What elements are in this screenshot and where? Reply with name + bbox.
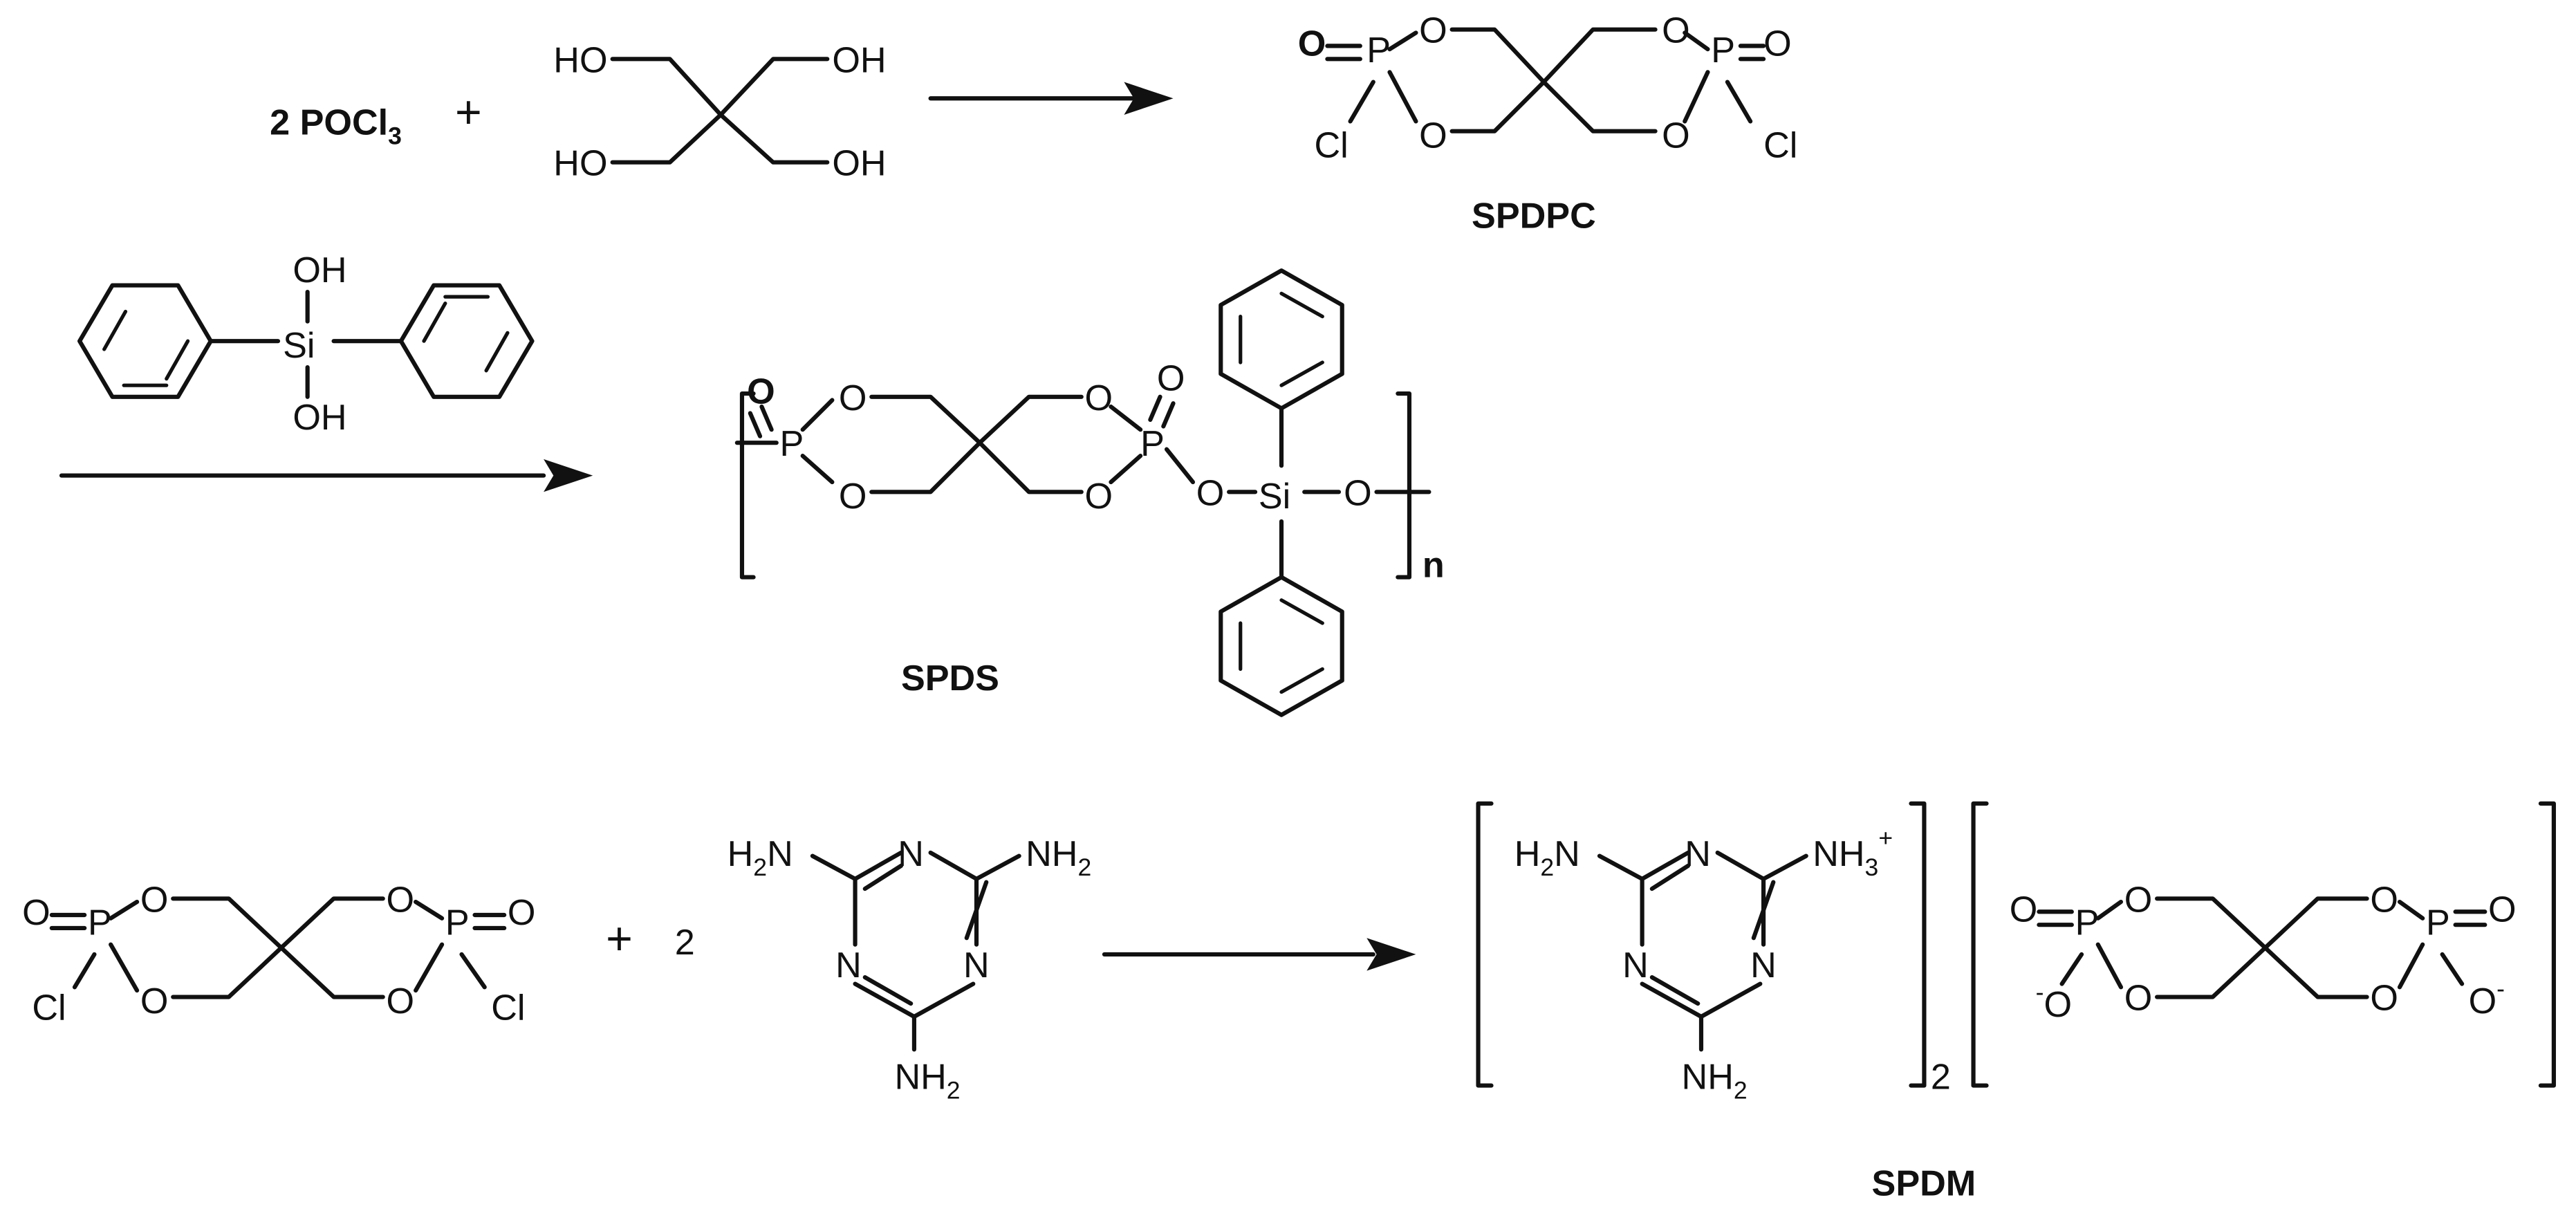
oxide-anion: O- <box>2469 975 2505 1022</box>
pentaerythritol: HO OH HO OH <box>553 40 886 183</box>
atom-p: P <box>2426 903 2450 943</box>
ring-n: N <box>835 945 862 986</box>
atom-cl: Cl <box>491 988 525 1028</box>
plus-sign: + <box>606 914 633 965</box>
ammonium-group: NH3+ <box>1813 824 1893 881</box>
atom-o: O <box>1085 477 1113 517</box>
atom-o: O <box>839 378 867 418</box>
ho-label: HO <box>553 144 607 184</box>
atom-o: O <box>2370 880 2398 920</box>
oh-label: OH <box>832 144 886 184</box>
atom-si: Si <box>1259 477 1290 517</box>
diphenylsilanediol: OH OH Si <box>77 250 535 438</box>
atom-o: O <box>140 981 169 1022</box>
salt-ratio: 2 <box>1931 1057 1951 1097</box>
si-label: Si <box>283 326 315 366</box>
atom-o: O <box>2124 880 2153 920</box>
atom-p: P <box>1366 30 1391 71</box>
spiro-diphosphate-anion: O P O O -O O O P O O- <box>1971 801 2556 1088</box>
oh-label: OH <box>293 398 346 438</box>
ho-label: HO <box>553 40 607 80</box>
amino-group: NH2 <box>1026 834 1091 881</box>
ring-n: N <box>1622 945 1649 986</box>
atom-o: O <box>1419 115 1447 156</box>
spdm-label: SPDM <box>1872 1163 1976 1203</box>
spdpc-molecule: O P O O Cl O O P O Cl <box>1298 11 1798 166</box>
atom-p: P <box>1711 30 1735 71</box>
atom-o: O <box>22 893 50 933</box>
atom-o: O <box>2010 889 2038 930</box>
atom-p: P <box>88 903 112 943</box>
atom-p: P <box>2075 903 2100 943</box>
coefficient: 2 <box>675 923 695 963</box>
atom-cl: Cl <box>1314 126 1348 166</box>
atom-o: O <box>839 477 867 517</box>
spiro-core: O P O O O O P O <box>734 358 1196 517</box>
atom-o: O <box>1085 378 1113 418</box>
spdpc-reactant: O P O O Cl O O P O Cl <box>22 880 535 1028</box>
atom-cl: Cl <box>32 988 66 1028</box>
oxide-anion: -O <box>2036 978 2072 1025</box>
atom-o: O <box>2124 979 2153 1019</box>
repeat-subscript: n <box>1423 546 1445 586</box>
atom-o: O <box>508 893 536 933</box>
atom-o: O <box>140 880 169 920</box>
reaction-1: 2 POCl3 + HO OH HO OH O P O O Cl O O P O <box>270 11 1797 237</box>
amino-group: NH2 <box>894 1057 960 1104</box>
reaction-arrow <box>59 459 593 492</box>
spds-polymer: n O P O O O O P O O Si O <box>734 268 1445 717</box>
reaction-3: O P O O Cl O O P O Cl + 2 N N N <box>22 801 2556 1203</box>
oh-label: OH <box>832 40 886 80</box>
plus-sign: + <box>455 87 482 138</box>
spds-label: SPDS <box>901 658 999 699</box>
atom-o: O <box>1196 473 1225 513</box>
oh-label: OH <box>293 250 346 290</box>
atom-o: O <box>386 880 414 920</box>
atom-p: P <box>1140 424 1165 464</box>
pocl3-reagent: 2 POCl3 <box>270 102 402 149</box>
atom-p: P <box>780 424 804 464</box>
ring-n: N <box>1750 945 1777 986</box>
atom-o: O <box>1157 358 1185 398</box>
atom-o: O <box>1419 11 1447 51</box>
atom-o: O <box>1763 24 1792 64</box>
melamine: N N N H2N NH2 NH2 <box>728 834 1092 1105</box>
reaction-2: OH OH Si n O P <box>59 250 1445 717</box>
atom-o: O <box>1298 24 1326 64</box>
melaminium-cation: 2 N N N H2N NH3+ NH2 <box>1476 801 1951 1105</box>
atom-o: O <box>2488 889 2517 930</box>
reaction-arrow <box>928 82 1174 115</box>
ring-n: N <box>963 945 990 986</box>
atom-cl: Cl <box>1763 126 1797 166</box>
atom-o: O <box>386 981 414 1022</box>
amino-group: NH2 <box>1682 1057 1748 1104</box>
amino-group: H2N <box>728 834 793 881</box>
atom-o: O <box>1344 473 1372 513</box>
spdpc-label: SPDPC <box>1472 196 1596 237</box>
atom-p: P <box>445 903 470 943</box>
reaction-arrow <box>1102 938 1416 971</box>
atom-o: O <box>2370 979 2398 1019</box>
amino-group: H2N <box>1514 834 1580 881</box>
